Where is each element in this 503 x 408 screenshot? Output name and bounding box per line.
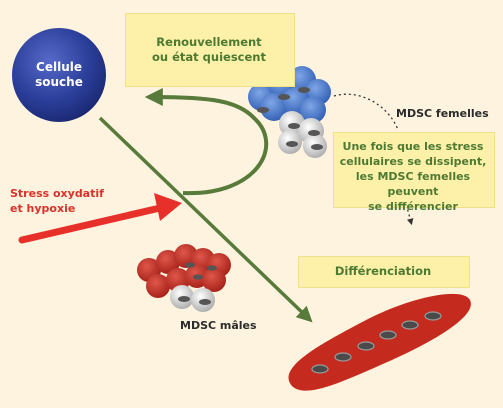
stem-cell bbox=[12, 28, 106, 122]
stress-resolution-line-3: les MDSC femelles peuvent bbox=[355, 170, 471, 198]
stress-label-line-1: Stress oxydatif bbox=[10, 187, 104, 200]
dotted-arrow bbox=[333, 93, 399, 131]
male-mdsc-label: MDSC mâles bbox=[180, 319, 257, 332]
stress-label: Stress oxydatif et hypoxie bbox=[10, 186, 130, 216]
dotted-arrow-lower bbox=[404, 199, 414, 226]
differentiated-cell bbox=[288, 293, 471, 391]
renewal-label: Renouvellement ou état quiescent bbox=[125, 35, 293, 65]
stress-resolution-label: Une fois que les stress cellulaires se d… bbox=[333, 139, 493, 214]
stress-label-line-2: et hypoxie bbox=[10, 202, 76, 215]
female-mdsc-cluster bbox=[248, 66, 331, 158]
stress-arrow-head bbox=[154, 193, 182, 221]
stem-cell-label-line-1: Cellule bbox=[36, 60, 82, 74]
male-mdsc-cluster bbox=[137, 244, 231, 312]
differentiation-box bbox=[298, 256, 470, 288]
differentiation-arrow bbox=[98, 116, 313, 323]
stem-cell-label: Cellule souche bbox=[22, 60, 96, 90]
stem-cell-label-line-2: souche bbox=[35, 75, 83, 89]
stress-resolution-line-4: se différencier bbox=[368, 200, 458, 213]
stress-arrow bbox=[18, 204, 164, 244]
differentiation-label: Différenciation bbox=[334, 264, 432, 278]
stress-resolution-line-2: cellulaires se dissipent, bbox=[339, 155, 487, 168]
renewal-loop-arrow bbox=[144, 88, 269, 196]
renewal-label-line-2: ou état quiescent bbox=[152, 50, 266, 64]
stress-resolution-line-1: Une fois que les stress bbox=[342, 140, 484, 153]
renewal-label-line-1: Renouvellement bbox=[156, 35, 262, 49]
renewal-box bbox=[125, 13, 295, 87]
female-mdsc-label: MDSC femelles bbox=[396, 107, 489, 120]
stress-resolution-box bbox=[333, 132, 495, 208]
